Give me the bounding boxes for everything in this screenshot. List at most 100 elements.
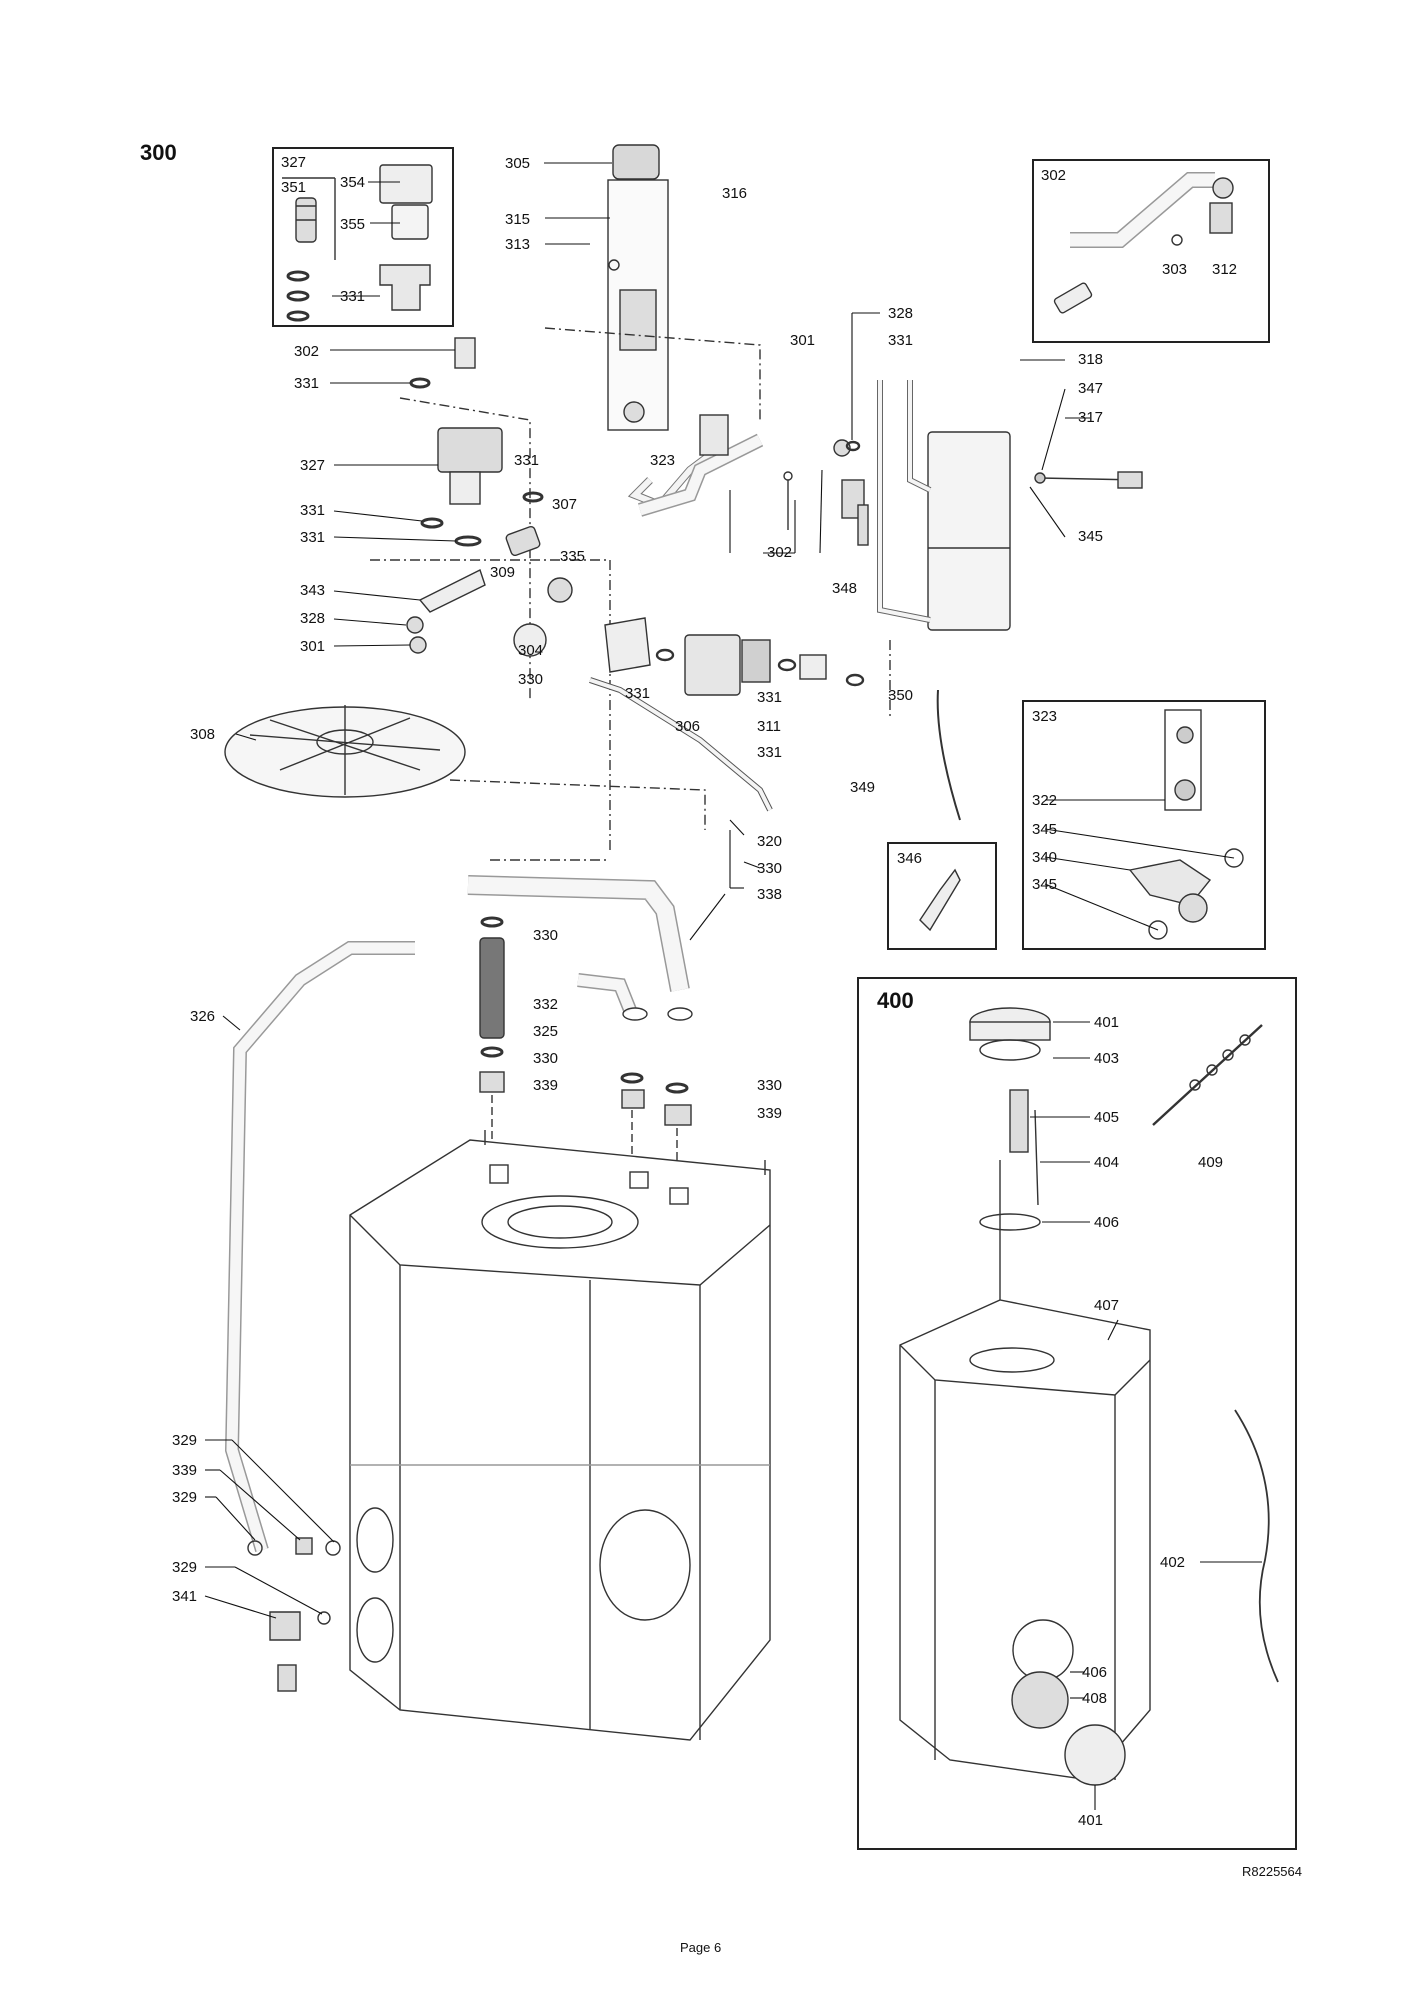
callout-312: 312 <box>1212 261 1238 278</box>
section-title-300: 300 <box>140 140 177 165</box>
callout-330-lower-a: 330 <box>533 927 559 944</box>
callout-332: 332 <box>533 996 559 1013</box>
callout-331-pump-c: 331 <box>757 744 783 761</box>
callout-348: 348 <box>832 580 858 597</box>
callout-330-lower-b: 330 <box>533 1050 559 1067</box>
callout-329-c: 329 <box>172 1559 198 1576</box>
callout-303: 303 <box>1162 261 1188 278</box>
callout-402: 402 <box>1160 1554 1186 1571</box>
callout-302-mid: 302 <box>767 544 793 561</box>
callout-323-box: 323 <box>1032 708 1058 725</box>
callout-322: 322 <box>1032 792 1058 809</box>
drawing-reference: R8225564 <box>1242 1864 1302 1879</box>
actuator-354 <box>379 164 433 204</box>
callout-404: 404 <box>1094 1154 1120 1171</box>
callout-331-top: 331 <box>888 332 914 349</box>
callout-330-mid: 330 <box>518 671 544 688</box>
callout-355: 355 <box>340 216 366 233</box>
leader-lines <box>204 162 1262 1810</box>
detail-box-346 <box>887 842 997 950</box>
callout-323: 323 <box>650 452 676 469</box>
callout-313: 313 <box>505 236 531 253</box>
callout-401-bottom: 401 <box>1078 1812 1104 1829</box>
callout-305: 305 <box>505 155 531 172</box>
callout-331-left-a: 331 <box>300 502 326 519</box>
callout-329-b: 329 <box>172 1489 198 1506</box>
callout-320: 320 <box>757 833 783 850</box>
callout-339-lower-b: 339 <box>757 1105 783 1122</box>
callout-335: 335 <box>560 548 586 565</box>
callout-301-top: 301 <box>790 332 816 349</box>
callout-345-box-a: 345 <box>1032 821 1058 838</box>
callout-407: 407 <box>1094 1297 1120 1314</box>
callout-307: 307 <box>552 496 578 513</box>
callout-347: 347 <box>1078 380 1104 397</box>
callout-311: 311 <box>757 718 781 735</box>
callout-409: 409 <box>1198 1154 1224 1171</box>
callout-328: 328 <box>300 610 326 627</box>
callout-408: 408 <box>1082 1690 1108 1707</box>
callout-331: 331 <box>294 375 320 392</box>
callout-330-lower-c: 330 <box>757 1077 783 1094</box>
callout-318: 318 <box>1078 351 1104 368</box>
callout-341: 341 <box>172 1588 198 1605</box>
callout-339-side: 339 <box>172 1462 198 1479</box>
callout-326: 326 <box>190 1008 216 1025</box>
motorized-valve-327 <box>437 427 503 473</box>
callout-406-top: 406 <box>1094 1214 1120 1231</box>
callout-309: 309 <box>490 564 516 581</box>
callout-329-a: 329 <box>172 1432 198 1449</box>
callout-331-left-b: 331 <box>300 529 326 546</box>
storage-tank-main <box>349 1139 771 1741</box>
callout-351: 351 <box>281 179 307 196</box>
callout-327: 327 <box>300 457 326 474</box>
callout-327-box: 327 <box>281 154 307 171</box>
callout-340: 340 <box>1032 849 1058 866</box>
detail-box-327 <box>272 147 454 327</box>
section-title-400: 400 <box>877 988 914 1013</box>
callout-301: 301 <box>300 638 326 655</box>
callout-316: 316 <box>722 185 748 202</box>
callout-349: 349 <box>850 779 876 796</box>
plate-heat-exchanger-318 <box>927 431 1011 631</box>
callout-345-box-b: 345 <box>1032 876 1058 893</box>
page-number: Page 6 <box>680 1940 722 1955</box>
callout-315: 315 <box>505 211 531 228</box>
callout-302: 302 <box>294 343 320 360</box>
callout-328-top: 328 <box>888 305 914 322</box>
air-vent-305 <box>612 144 660 180</box>
callout-401-top: 401 <box>1094 1014 1120 1031</box>
callout-330-right: 330 <box>757 860 783 877</box>
tee-fitting <box>379 264 431 311</box>
fitting-302 <box>454 337 476 369</box>
callout-339-lower-a: 339 <box>533 1077 559 1094</box>
callout-354: 354 <box>340 174 366 191</box>
callout-405: 405 <box>1094 1109 1120 1126</box>
callout-302-box: 302 <box>1041 167 1067 184</box>
detail-box-323 <box>1022 700 1266 950</box>
valve-body-355 <box>391 204 429 240</box>
callout-304: 304 <box>518 642 544 659</box>
detail-box-302 <box>1032 159 1270 343</box>
pump-306 <box>684 634 741 696</box>
callout-331-mid: 331 <box>514 452 540 469</box>
callout-406-bottom: 406 <box>1082 1664 1108 1681</box>
flange-408 <box>1011 1671 1069 1729</box>
callout-306: 306 <box>675 718 701 735</box>
section-box-400 <box>857 977 1297 1850</box>
tank-manhole-left <box>599 1509 691 1621</box>
callout-331-pump-a: 331 <box>625 685 651 702</box>
manifold-343 <box>418 569 486 613</box>
callout-317: 317 <box>1078 409 1104 426</box>
callout-346: 346 <box>897 850 923 867</box>
callout-325: 325 <box>533 1023 559 1040</box>
anode-405 <box>1009 1089 1029 1153</box>
callout-338: 338 <box>757 886 783 903</box>
callout-350: 350 <box>888 687 914 704</box>
callout-331-pump-b: 331 <box>757 689 783 706</box>
callout-331-box: 331 <box>340 288 366 305</box>
callout-308: 308 <box>190 726 216 743</box>
callout-403: 403 <box>1094 1050 1120 1067</box>
callout-345: 345 <box>1078 528 1104 545</box>
